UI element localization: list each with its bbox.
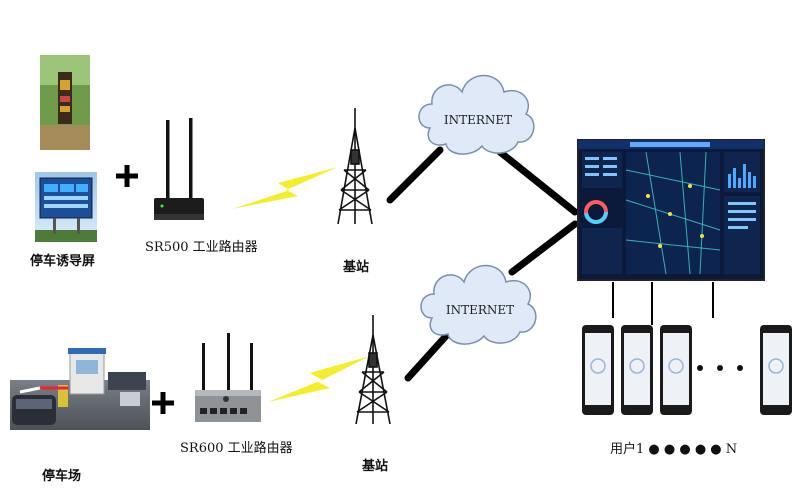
network-links (386, 146, 579, 382)
parking-lot-label: 停车场 (42, 469, 82, 484)
smartphone-icon (621, 325, 653, 415)
ellipsis-dots (697, 365, 743, 371)
internet-top-label: INTERNET (444, 113, 512, 127)
cloud-icon (420, 264, 537, 345)
dashboard-screen (577, 139, 765, 281)
sr500-router (154, 118, 204, 220)
smartphone-icon (582, 325, 614, 415)
users-label: 用户1 ● ● ● ● ● N (610, 442, 738, 457)
guide-screen-photo (35, 172, 97, 242)
base-station-top-label: 基站 (343, 260, 370, 275)
router-sr600-label: SR600 工业路由器 (180, 441, 293, 456)
smartphone-icon (660, 325, 692, 415)
parking-gate-photo (10, 348, 150, 430)
cell-tower-icon (337, 108, 373, 225)
sr600-router (195, 333, 261, 422)
plus-icon (152, 392, 174, 414)
cell-tower-icon (355, 315, 391, 425)
base-station-bottom-label: 基站 (362, 459, 389, 474)
smartphone-icon (760, 325, 792, 415)
router-sr500-label: SR500 工业路由器 (145, 240, 258, 255)
internet-bottom-label: INTERNET (446, 303, 514, 317)
cloud-icon (418, 74, 535, 155)
lightning-icon (232, 167, 338, 209)
guide-signboard-photo (40, 55, 90, 150)
plus-icon (116, 165, 138, 187)
guide-screen-label: 停车诱导屏 (30, 254, 96, 269)
screen-to-phone-links (612, 282, 714, 325)
lightning-icon (268, 356, 370, 402)
